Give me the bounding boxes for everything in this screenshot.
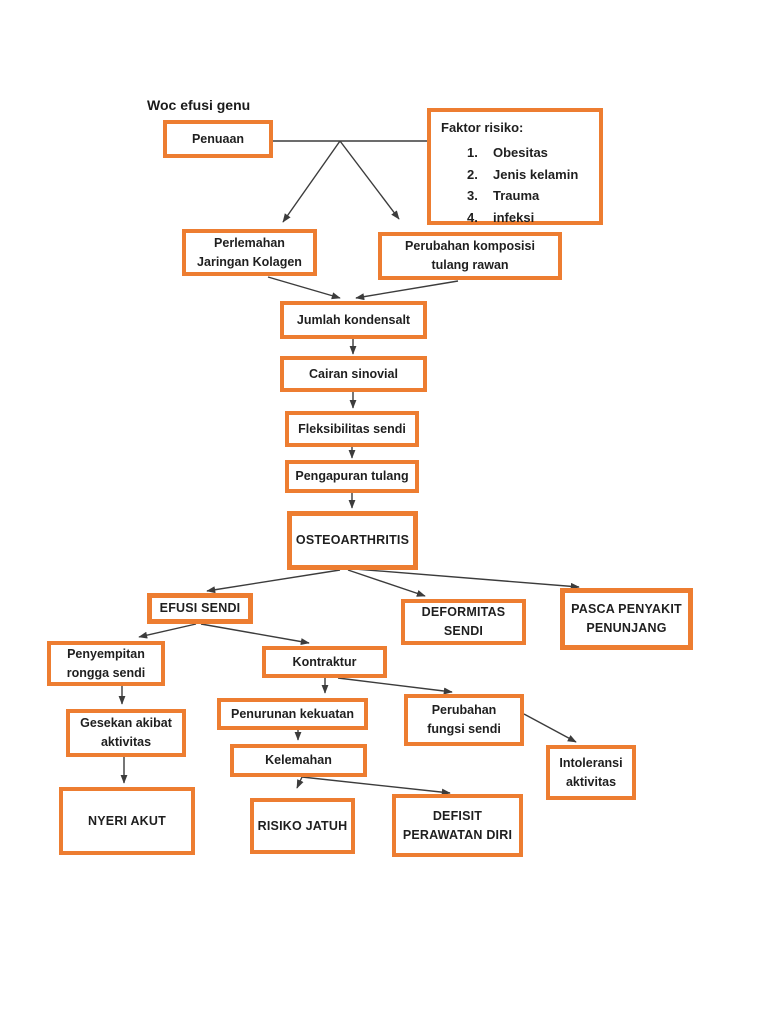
- connector-arrow: [282, 140, 341, 223]
- connector-arrow: [138, 623, 197, 639]
- connector-arrow: [206, 569, 341, 594]
- node-osteoarthritis: OSTEOARTHRITIS: [287, 511, 418, 570]
- node-nyeri-akut: NYERI AKUT: [59, 787, 195, 855]
- connector-arrow: [337, 677, 453, 695]
- node-pasca-penyakit-penunjang-label: PASCA PENYAKIT PENUNJANG: [571, 602, 682, 635]
- faktor-risiko-item-text: Obesitas: [493, 145, 548, 160]
- node-intoleransi-aktivitas: Intoleransi aktivitas: [546, 745, 636, 800]
- faktor-risiko-item-number: 4.: [467, 209, 478, 225]
- connector-arrow: [339, 140, 400, 220]
- node-defisit-perawatan-diri-label: DEFISIT PERAWATAN DIRI: [402, 808, 513, 842]
- connector-arrow: [354, 568, 580, 590]
- connector-arrow: [347, 569, 426, 597]
- node-kontraktur: Kontraktur: [262, 646, 387, 678]
- node-risiko-jatuh-label: RISIKO JATUH: [257, 818, 348, 833]
- node-penyempitan-rongga-sendi: Penyempitan rongga sendi: [47, 641, 165, 686]
- node-perlemahan-label: Perlemahan Jaringan Kolagen: [197, 235, 302, 269]
- faktor-risiko-item-text: infeksi: [493, 209, 535, 225]
- node-risiko-jatuh: RISIKO JATUH: [250, 798, 355, 854]
- node-faktor-risiko: Faktor risiko: 1. Obesitas 2. Jenis kela…: [427, 108, 603, 225]
- faktor-risiko-title: Faktor risiko:: [441, 120, 524, 135]
- node-perubahan-fungsi-sendi: Perubahan fungsi sendi: [404, 694, 524, 746]
- node-penuaan: Penuaan: [163, 120, 273, 158]
- node-osteoarthritis-label: OSTEOARTHRITIS: [295, 533, 410, 548]
- page-title: Woc efusi genu: [147, 97, 251, 113]
- node-efusi-sendi-label: EFUSI SENDI: [159, 601, 241, 616]
- connector-arrow: [355, 280, 459, 301]
- node-jumlah-kondensalt: Jumlah kondensalt: [280, 301, 427, 339]
- node-penuaan-label: Penuaan: [191, 131, 245, 146]
- connector-arrow: [296, 776, 304, 789]
- node-deformitas-sendi: DEFORMITAS SENDI: [401, 599, 526, 645]
- node-kelemahan: Kelemahan: [230, 744, 367, 777]
- node-perubahan-fungsi-sendi-label: Perubahan fungsi sendi: [427, 703, 501, 736]
- node-penurunan-kekuatan: Penurunan kekuatan: [217, 698, 368, 730]
- node-penurunan-kekuatan-label: Penurunan kekuatan: [231, 706, 354, 721]
- faktor-risiko-item-number: 1.: [467, 145, 478, 160]
- faktor-risiko-item: 1. Obesitas: [467, 144, 591, 162]
- node-fleksibilitas-sendi: Fleksibilitas sendi: [285, 411, 419, 447]
- node-intoleransi-aktivitas-label: Intoleransi aktivitas: [559, 755, 623, 789]
- faktor-risiko-item: 4. infeksi: [467, 209, 591, 227]
- node-fleksibilitas-sendi-label: Fleksibilitas sendi: [298, 421, 406, 436]
- node-gesekan-akibat-aktivitas-label: Gesekan akibat aktivitas: [80, 716, 172, 749]
- node-deformitas-sendi-label: DEFORMITAS SENDI: [421, 605, 506, 638]
- node-cairan-sinovial: Cairan sinovial: [280, 356, 427, 392]
- node-penyempitan-rongga-sendi-label: Penyempitan rongga sendi: [66, 646, 146, 680]
- node-perubahan-komposisi-tulang-rawan: Perubahan komposisi tulang rawan: [378, 232, 562, 280]
- connector-arrow: [267, 276, 341, 300]
- node-jumlah-kondensalt-label: Jumlah kondensalt: [296, 312, 411, 327]
- connector-arrow: [301, 776, 451, 796]
- node-nyeri-akut-label: NYERI AKUT: [88, 813, 166, 828]
- node-defisit-perawatan-diri: DEFISIT PERAWATAN DIRI: [392, 794, 523, 857]
- node-gesekan-akibat-aktivitas: Gesekan akibat aktivitas: [66, 709, 186, 757]
- faktor-risiko-item-number: 2.: [467, 166, 478, 182]
- faktor-risiko-item: 3. Trauma: [467, 187, 591, 205]
- connector-arrow: [523, 713, 577, 743]
- node-efusi-sendi: EFUSI SENDI: [147, 593, 253, 624]
- node-pengapuran-tulang-label: Pengapuran tulang: [295, 469, 409, 484]
- faktor-risiko-item-number: 3.: [467, 188, 478, 204]
- node-kontraktur-label: Kontraktur: [292, 654, 357, 669]
- node-perubahan-komposisi-label: Perubahan komposisi tulang rawan: [405, 239, 535, 272]
- connector-arrow: [200, 623, 310, 646]
- node-kelemahan-label: Kelemahan: [265, 753, 332, 768]
- node-cairan-sinovial-label: Cairan sinovial: [309, 366, 398, 381]
- node-pasca-penyakit-penunjang: PASCA PENYAKIT PENUNJANG: [560, 588, 693, 650]
- faktor-risiko-item: 2. Jenis kelamin: [467, 166, 591, 184]
- node-pengapuran-tulang: Pengapuran tulang: [285, 460, 419, 493]
- node-perlemahan-jaringan-kolagen: Perlemahan Jaringan Kolagen: [182, 229, 317, 276]
- faktor-risiko-item-text: Trauma: [493, 188, 540, 204]
- faktor-risiko-item-text: Jenis kelamin: [493, 166, 579, 182]
